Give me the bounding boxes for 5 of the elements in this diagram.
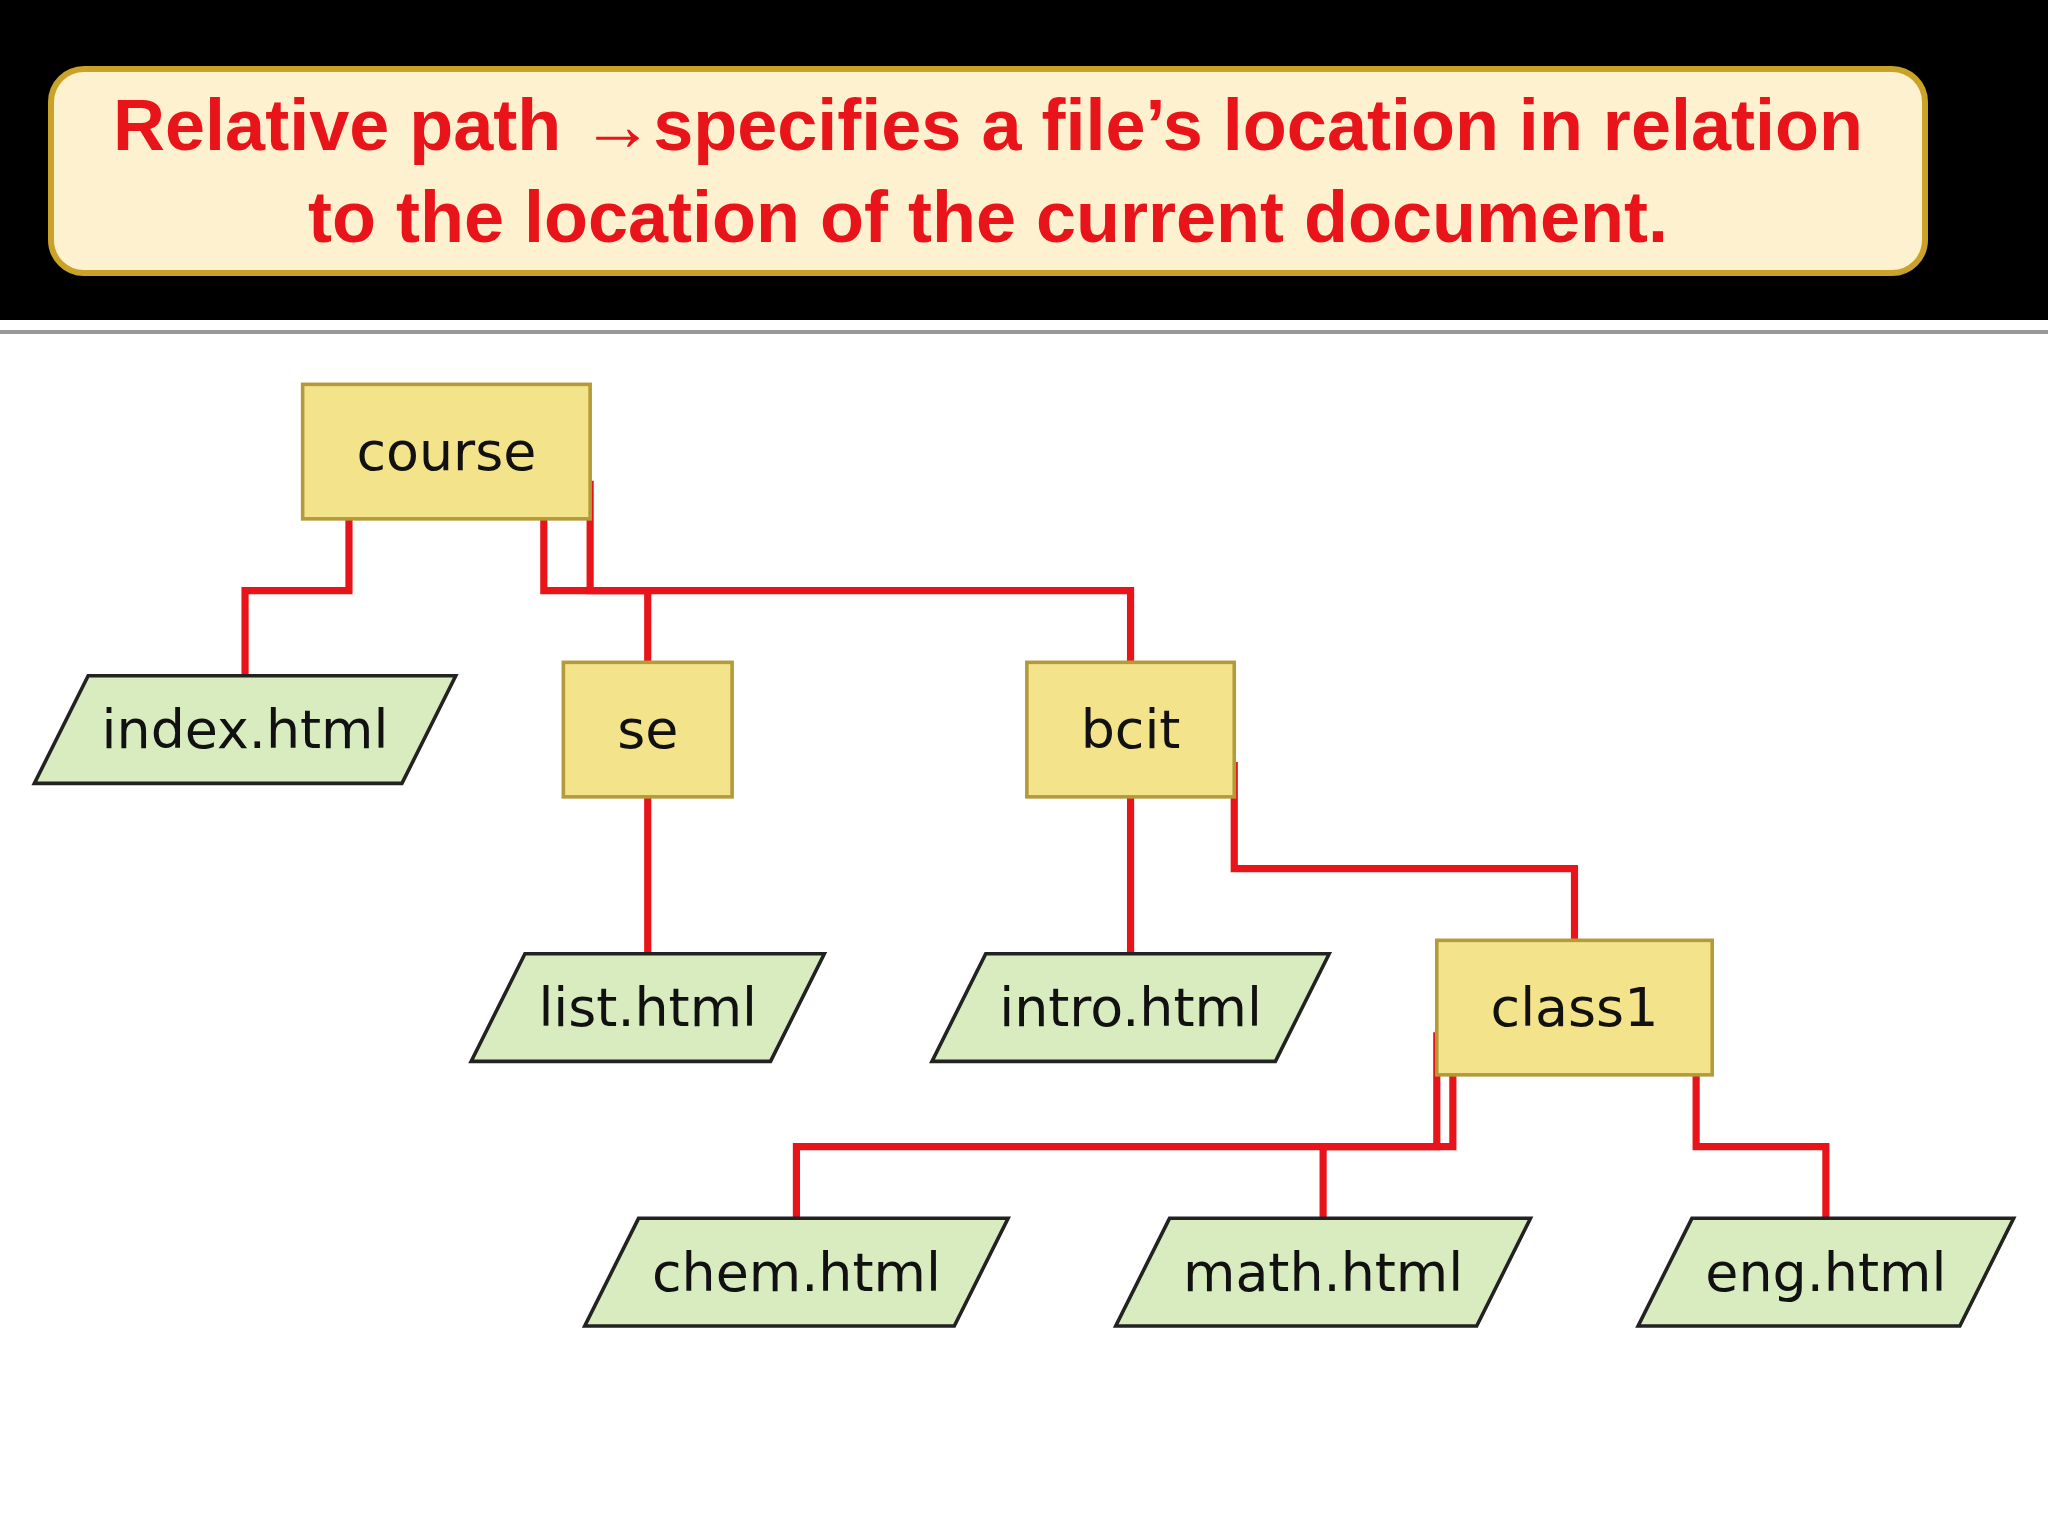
node-box: se bbox=[561, 660, 734, 799]
title-banner: Relative path →specifies a file’s location in relation to the location of the current document. bbox=[48, 66, 1928, 276]
node-box: course bbox=[300, 382, 592, 521]
node-box: class1 bbox=[1435, 938, 1714, 1077]
node-box: bcit bbox=[1025, 660, 1237, 799]
